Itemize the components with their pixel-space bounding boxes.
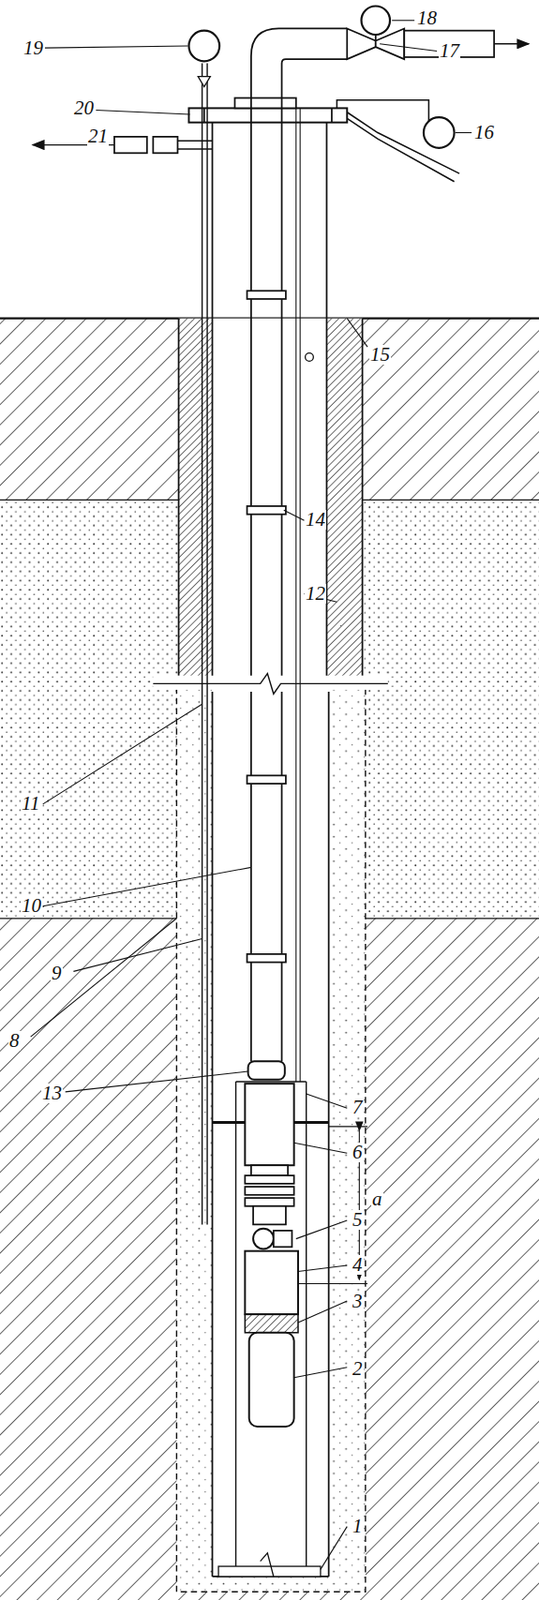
dimension-label: a	[371, 1189, 384, 1210]
callout-number: 12	[304, 583, 327, 604]
callout-number: 2	[351, 1359, 364, 1379]
callout-number: 14	[304, 509, 327, 530]
callout-number: 6	[351, 1142, 364, 1163]
callout-number: 1	[351, 1516, 364, 1537]
callout-number: 19	[22, 38, 45, 59]
callout-number: 9	[50, 963, 63, 984]
callout-number: 3	[351, 1291, 364, 1312]
callout-number: 16	[473, 122, 495, 143]
callout-number: 7	[351, 1097, 364, 1118]
callout-number: 11	[20, 793, 41, 814]
callout-number: 5	[351, 1210, 364, 1230]
callout-number: 13	[41, 1083, 63, 1104]
callout-number: 15	[369, 344, 391, 365]
callout-number: 17	[438, 41, 461, 61]
callout-number: 10	[20, 896, 43, 916]
callout-number: 4	[351, 1255, 364, 1275]
callout-number: 21	[87, 126, 109, 147]
callout-number: 20	[73, 98, 95, 119]
callout-number: 18	[416, 8, 438, 29]
callout-number: 8	[8, 1031, 21, 1051]
